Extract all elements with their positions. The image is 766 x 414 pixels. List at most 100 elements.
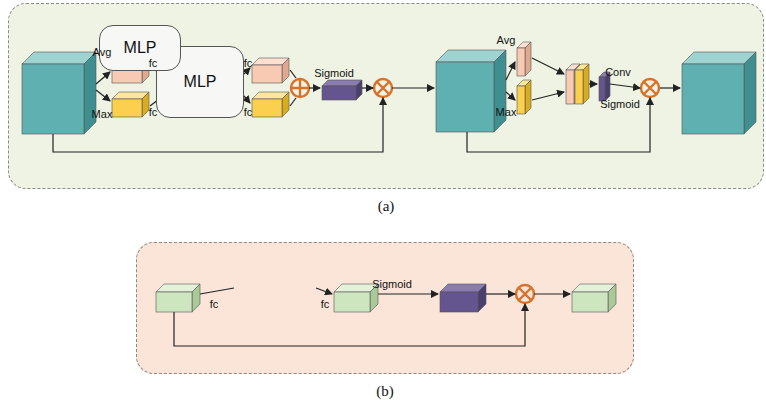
operation-label: Sigmoid: [372, 278, 412, 290]
operator-stroke: [377, 82, 389, 94]
layer-label: fc: [321, 298, 330, 310]
layer-label: fc: [244, 106, 253, 118]
cube-front: [517, 48, 525, 76]
data-flow-line: [486, 293, 515, 294]
data-flow-line: [244, 96, 250, 103]
tensor-cube: [517, 80, 531, 114]
pooling-label: Max: [496, 106, 517, 118]
cube-side: [356, 80, 362, 100]
cube-side: [142, 92, 149, 117]
data-flow-line: [532, 92, 564, 100]
tensor-cube: [322, 80, 362, 100]
data-flow-line: [589, 83, 597, 84]
multiply-symbol: [641, 79, 659, 97]
tensor-cube: [440, 284, 486, 312]
data-flow-line: [362, 87, 373, 88]
tensor-cube: [334, 284, 378, 312]
cube-top: [22, 52, 96, 64]
data-flow-line: [309, 87, 320, 88]
cube-side: [192, 284, 200, 312]
operator-circle: [641, 79, 659, 97]
layer-label: fc: [149, 106, 158, 118]
tensor-cube: [22, 52, 96, 134]
tensor-cube: [575, 64, 589, 104]
layer-label: fc: [149, 57, 158, 69]
pooling-label: Max: [92, 108, 113, 120]
cube-side: [583, 64, 589, 104]
panel-caption: (b): [137, 383, 633, 400]
cube-side: [744, 52, 756, 134]
tensor-cube: [572, 284, 616, 312]
cube-front: [436, 62, 494, 132]
cube-side: [282, 58, 289, 83]
operator-stroke: [644, 82, 656, 94]
data-flow-line: [506, 92, 515, 100]
cube-side: [478, 284, 486, 312]
data-flow-line: [96, 72, 110, 84]
operation-label: Sigmoid: [314, 67, 354, 79]
operation-label: Conv: [605, 66, 631, 78]
panel-caption: (a): [9, 198, 763, 215]
data-flow-line: [316, 288, 332, 294]
data-flow-line: [174, 304, 525, 346]
multiply-symbol: [516, 285, 534, 303]
cube-front: [572, 292, 608, 312]
cube-front: [682, 64, 744, 134]
cube-top: [682, 52, 756, 64]
tensor-cube: [252, 92, 289, 117]
data-flow-line: [467, 98, 650, 152]
cube-side: [608, 284, 616, 312]
operator-stroke: [519, 288, 531, 300]
cube-front: [566, 70, 574, 104]
operator-circle: [374, 79, 392, 97]
data-flow-line: [290, 70, 296, 78]
cube-side: [282, 92, 289, 117]
add-symbol: [291, 79, 309, 97]
pooling-label: Avg: [497, 34, 516, 46]
cube-front: [517, 86, 525, 114]
cube-front: [599, 77, 605, 101]
data-flow-line: [660, 87, 680, 88]
data-flow-line: [96, 90, 110, 101]
cube-side: [84, 52, 96, 134]
panel-ground: [136, 242, 634, 374]
data-flow-line: [532, 58, 564, 74]
cube-side: [525, 80, 531, 114]
panel-ground: [8, 3, 764, 189]
operator-circle: [516, 285, 534, 303]
multiply-symbol: [374, 79, 392, 97]
cube-front: [156, 292, 192, 312]
cube-top: [322, 80, 362, 86]
data-flow-line: [534, 293, 570, 294]
tensor-cube: [517, 42, 531, 76]
data-flow-line: [378, 293, 438, 294]
cube-front: [252, 65, 282, 83]
cube-front: [322, 86, 356, 100]
data-flow-line: [392, 87, 434, 88]
cube-front: [22, 64, 84, 134]
tensor-cube: [252, 58, 289, 83]
layer-label: fc: [244, 57, 253, 69]
data-flow-line: [200, 288, 234, 294]
operator-stroke: [291, 79, 309, 97]
data-flow-line: [610, 84, 640, 88]
cube-front: [252, 99, 282, 117]
cube-side: [525, 42, 531, 76]
cube-front: [575, 70, 583, 104]
tensor-cube: [112, 92, 149, 117]
cube-side: [494, 50, 506, 132]
pooling-label: Avg: [93, 46, 112, 58]
cube-front: [440, 292, 478, 312]
cube-front: [334, 292, 370, 312]
operator-circle: [291, 79, 309, 97]
block-name: MLP: [184, 73, 217, 91]
tensor-cube: [436, 50, 506, 132]
data-flow-line: [506, 62, 515, 80]
operation-label: Sigmoid: [600, 98, 640, 110]
tensor-cube: [682, 52, 756, 134]
layer-label: fc: [210, 298, 219, 310]
data-flow-line: [290, 98, 296, 106]
block-name: MLP: [124, 39, 157, 57]
cube-front: [112, 99, 142, 117]
tensor-cube: [156, 284, 200, 312]
